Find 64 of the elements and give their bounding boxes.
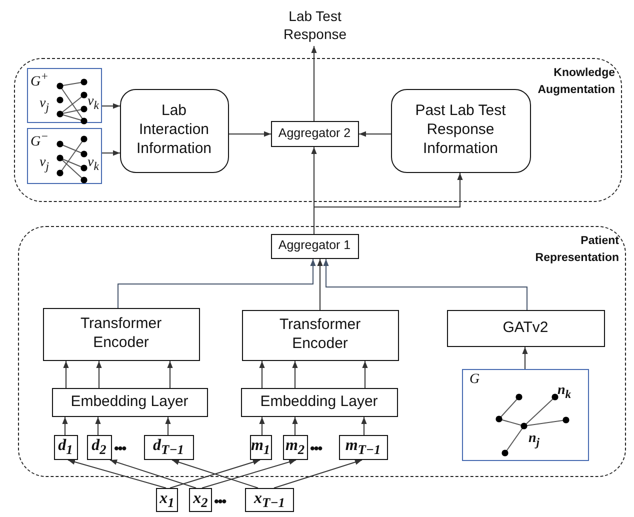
math-label: G$^{+}$ [30, 70, 48, 90]
dashed-group [14, 58, 622, 202]
math-label: n$_{j}$ [528, 432, 540, 448]
arrow [62, 416, 68, 436]
process-box: Embedding Layer [52, 388, 208, 416]
process-box: Transformer Encoder [242, 310, 398, 360]
arrow [95, 416, 101, 436]
arrow [110, 460, 196, 488]
ellipsis: ••• [214, 494, 226, 508]
aggregator-box: Aggregator 2 [270, 120, 358, 146]
graph-panel [462, 368, 588, 460]
arrow [259, 360, 265, 388]
variable-box: x$_{2}$ [189, 488, 212, 512]
arrow [68, 459, 166, 488]
arrow [314, 172, 463, 234]
arrow [118, 258, 316, 308]
variable-box: x$_{T−1}$ [245, 488, 294, 512]
arrow [358, 131, 392, 137]
arrow [165, 416, 171, 436]
arrow [167, 360, 173, 388]
arrow [522, 346, 528, 370]
variable-box: d$_{2}$ [86, 434, 112, 460]
ellipsis: ••• [310, 441, 322, 455]
arrow [274, 459, 362, 488]
variable-box: d$_{T−1}$ [144, 434, 194, 460]
arrow [202, 459, 296, 488]
math-label: v$_{k}$ [88, 94, 99, 111]
graph-panel [26, 68, 102, 122]
aggregator-box: Aggregator 1 [270, 234, 358, 258]
arrow [292, 416, 298, 436]
process-box: GATv2 [446, 310, 604, 346]
math-label: G$^{−}$ [30, 130, 48, 150]
math-label: v$_{j}$ [40, 96, 49, 113]
arrow [102, 103, 120, 109]
math-label: v$_{j}$ [40, 156, 49, 172]
math-label: G [470, 372, 480, 386]
variable-box: m$_{1}$ [250, 434, 272, 460]
math-label: v$_{k}$ [88, 156, 99, 172]
math-label: n$_{k}$ [558, 384, 572, 400]
arrow [228, 131, 272, 137]
arrow [63, 360, 69, 388]
variable-box: m$_{2}$ [282, 434, 308, 460]
arrow [259, 416, 265, 436]
arrow [317, 258, 323, 310]
output-label: Lab Test Response [276, 4, 354, 46]
rounded-process-box: Past Lab Test Response Information [390, 88, 530, 172]
arrow [323, 258, 528, 310]
ellipsis: ••• [114, 441, 126, 455]
variable-box: x$_{1}$ [156, 488, 178, 512]
process-box: Transformer Encoder [42, 308, 200, 360]
variable-box: m$_{T−1}$ [338, 434, 388, 460]
graph-panel [26, 128, 102, 184]
arrow [292, 360, 298, 388]
group-heading: Patient Representation [534, 234, 619, 266]
variable-box: d$_{1}$ [54, 434, 78, 460]
group-heading: Knowledge Augmentation [536, 66, 615, 98]
arrow [311, 46, 317, 122]
dashed-group [18, 226, 626, 477]
arrow [361, 416, 367, 436]
arrow [96, 360, 102, 388]
arrow [362, 360, 368, 388]
process-box: Embedding Layer [240, 388, 398, 416]
rounded-process-box: Lab Interaction Information [120, 88, 228, 172]
arrow [102, 150, 120, 156]
